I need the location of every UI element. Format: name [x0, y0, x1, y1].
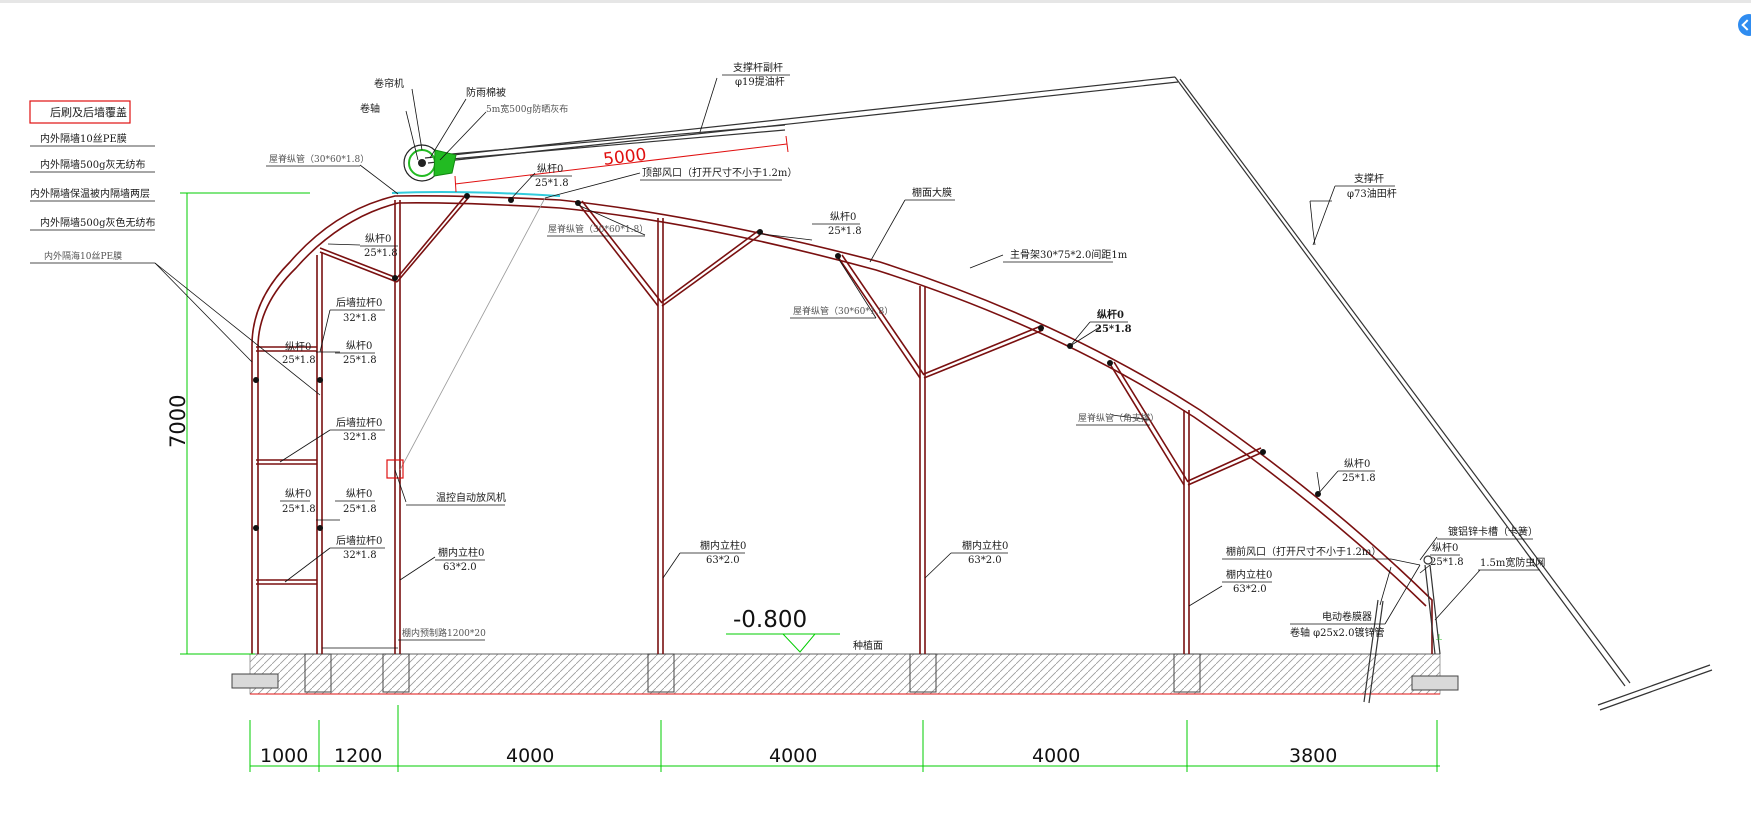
label-purlin-w1: 纵杆0: [285, 341, 311, 353]
label-col-4: 棚内立柱0: [1226, 568, 1272, 581]
legend-box: [29, 100, 131, 124]
label-purlin-top-spec: 25*1.8: [535, 178, 569, 189]
label-rear-tie-2: 后墙拉杆0: [336, 416, 382, 429]
leader-lines: [316, 77, 1481, 649]
label-purlin-l1-spec: 25*1.8: [364, 248, 398, 259]
elevation-value: -0.800: [733, 607, 807, 633]
dim-4000-b: 4000: [769, 745, 817, 767]
label-film: 棚面大膜: [912, 186, 952, 199]
film-cyan-line: [391, 191, 561, 197]
label-support-rod-spec: φ73油田杆: [1347, 187, 1397, 200]
label-ridge-purlin-r: 屋脊纵管（30*60*1.8）: [793, 305, 893, 317]
label-purlin-m1: 纵杆0: [830, 211, 856, 223]
label-purlin-w2: 纵杆0: [285, 488, 311, 500]
label-rear-tie-1-spec: 32*1.8: [343, 313, 377, 324]
label-purlin-w2b: 纵杆0: [346, 488, 372, 500]
dim-3800: 3800: [1289, 745, 1337, 767]
label-purlin-front-spec: 25*1.8: [1430, 557, 1464, 568]
label-front-vent: 棚前风口（打开尺寸不小于1.2m）: [1226, 545, 1381, 558]
label-roller-motor-spec: 卷轴 φ25x2.0镀锌管: [1290, 626, 1384, 639]
planting-surface-label: 种植面: [853, 639, 883, 652]
label-purlin-l1: 纵杆0: [365, 233, 391, 245]
label-col-3-spec: 63*2.0: [968, 555, 1002, 566]
dimension-values: 1000 1200 4000 4000 4000 3800: [260, 745, 1337, 767]
label-col-1: 棚内立柱0: [438, 546, 484, 559]
label-rear-tie-1: 后墙拉杆0: [336, 296, 382, 309]
main-arch-frame: [251, 195, 1433, 654]
height-dimension: [180, 192, 310, 655]
top-vent-line: [399, 197, 546, 471]
label-purlin-w2b-spec: 25*1.8: [343, 504, 377, 515]
label-purlin-w1b-spec: 25*1.8: [343, 355, 377, 366]
label-purlin-w1b: 纵杆0: [346, 340, 372, 352]
dim-1200: 1200: [334, 745, 382, 767]
label-roller-shaft: 卷轴: [360, 102, 380, 115]
label-brace-aux-spec: φ19提油杆: [735, 75, 785, 88]
label-col-1-spec: 63*2.0: [443, 562, 477, 573]
front-roller: [1363, 555, 1441, 704]
fan-marker: [386, 459, 404, 479]
label-rain-cover: 防雨棉被: [466, 86, 506, 99]
label-purlin-m3-spec: 25*1.8: [1342, 473, 1376, 484]
v-braces: [577, 200, 1264, 486]
label-col-2: 棚内立柱0: [700, 539, 746, 552]
ground-hatch: [249, 653, 1441, 695]
front-net-marker: ⟂: [1436, 633, 1442, 643]
label-purlin-m3: 纵杆0: [1344, 458, 1370, 470]
label-insect-net: 1.5m宽防虫网: [1480, 556, 1545, 569]
label-purlin-front: 纵杆0: [1432, 542, 1458, 554]
legend-item-1: 内外隔墙10丝PE膜: [40, 132, 127, 145]
dim-4000-c: 4000: [1032, 745, 1080, 767]
legend-item-2: 内外隔墙500g灰无纺布: [40, 158, 146, 171]
label-purlin-w1-spec: 25*1.8: [282, 355, 316, 366]
label-main-frame: 主骨架30*75*2.0间距1m: [1010, 248, 1128, 261]
label-col-3: 棚内立柱0: [962, 539, 1008, 552]
label-rear-tie-3-spec: 32*1.8: [343, 550, 377, 561]
footings: [231, 653, 1459, 693]
back-wall-frame: [256, 195, 470, 654]
height-dimension-value: 7000: [166, 395, 190, 448]
interior-columns: [657, 218, 1190, 654]
label-purlin-m2-spec: 25*1.8: [1095, 324, 1132, 335]
label-zinc-groove: 镀铝锌卡槽（卡簧）: [1448, 525, 1538, 538]
label-col-2-spec: 63*2.0: [706, 555, 740, 566]
window-top-border: [0, 0, 1751, 3]
label-purlin-w2-spec: 25*1.8: [282, 504, 316, 515]
label-ridge-purlin-mid: 屋脊纵管（30*60*1.8）: [548, 223, 648, 235]
label-ridge-purlin-top: 屋脊纵管（30*60*1.8）: [269, 153, 369, 165]
label-rear-tie-3: 后墙拉杆0: [336, 534, 382, 547]
label-roller-machine: 卷帘机: [374, 77, 404, 90]
dim-4000-a: 4000: [506, 745, 554, 767]
legend-list: 内外隔墙10丝PE膜 内外隔墙500g灰无纺布 内外隔墙保温被内隔墙两层 内外隔…: [30, 132, 321, 396]
legend-box-title: 后刷及后墙覆盖: [50, 105, 127, 119]
annotations: 卷帘机 卷轴 防雨棉被 5m宽500g防晒灰布 支撑杆副杆 φ19提油杆 屋脊纵…: [266, 61, 1545, 641]
label-path: 棚内预制路1200*20: [402, 627, 486, 639]
label-brace-aux: 支撑杆副杆: [733, 61, 783, 74]
roll-length-value: 5000: [602, 145, 647, 170]
label-ridge-purlin-angle: 屋脊纵管（角支撑）: [1078, 412, 1159, 424]
legend-item-3: 内外隔墙保温被内隔墙两层: [30, 187, 150, 200]
support-rod: [424, 76, 1713, 711]
side-expand-button[interactable]: [1738, 14, 1751, 36]
label-roller-motor: 电动卷膜器: [1322, 610, 1372, 623]
roll-length-dimension: [454, 135, 789, 193]
label-purlin-m1-spec: 25*1.8: [828, 226, 862, 237]
label-fan: 温控自动放风机: [436, 491, 506, 504]
label-purlin-m2: 纵杆0: [1097, 308, 1124, 321]
purlin-dots: [253, 193, 1321, 531]
legend-item-4: 内外隔墙500g灰色无纺布: [40, 216, 156, 229]
label-purlin-top: 纵杆0: [537, 163, 563, 175]
elevation-marker: -0.800: [726, 607, 840, 653]
bottom-dimension-chain: [249, 705, 1440, 772]
label-rear-tie-2-spec: 32*1.8: [343, 432, 377, 443]
label-col-4-spec: 63*2.0: [1233, 584, 1267, 595]
label-quilt: 5m宽500g防晒灰布: [486, 103, 568, 115]
dim-1000: 1000: [260, 745, 308, 767]
label-top-vent: 顶部风口（打开尺寸不小于1.2m）: [642, 166, 797, 179]
legend-item-5: 内外隔海10丝PE膜: [44, 250, 122, 262]
label-support-rod: 支撑杆: [1354, 172, 1384, 185]
